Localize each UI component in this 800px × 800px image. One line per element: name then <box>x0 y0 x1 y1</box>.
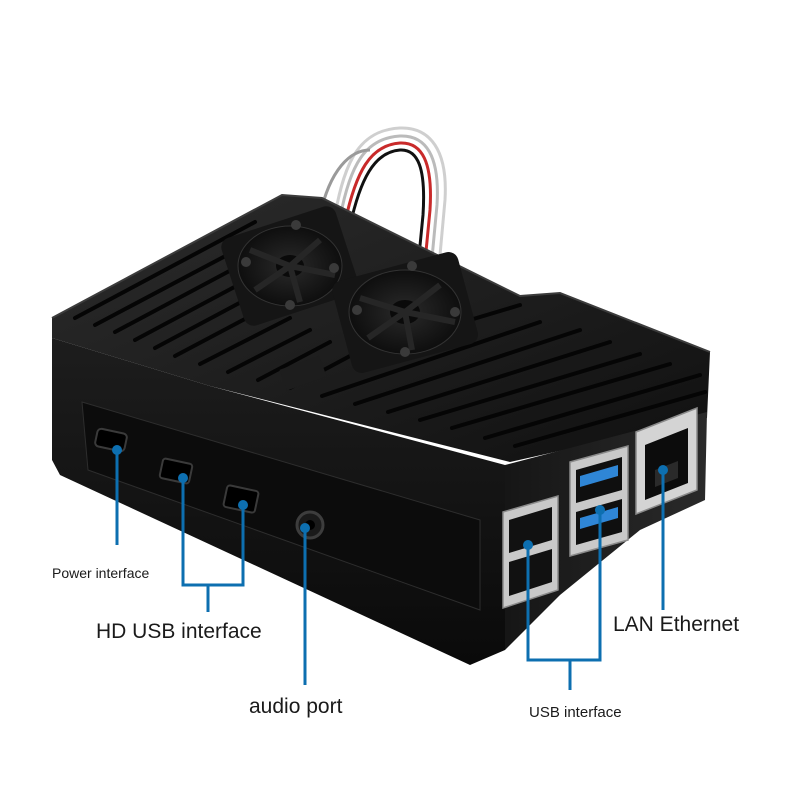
top-bracket <box>279 355 327 391</box>
ethernet-port <box>635 406 698 516</box>
label-power-interface: Power interface <box>52 565 150 581</box>
cooling-fan-right <box>332 252 478 373</box>
cooling-fan-left <box>221 206 359 326</box>
case-body <box>51 193 711 665</box>
fan-wires <box>318 126 447 267</box>
label-lan-ethernet: LAN Ethernet <box>613 613 740 636</box>
hd-usb-port-2 <box>222 484 260 514</box>
usb2-ports <box>502 495 559 610</box>
label-usb-interface: USB interface <box>529 704 622 721</box>
audio-jack <box>295 510 325 540</box>
label-hd-usb-interface: HD USB interface <box>96 620 262 643</box>
callout-lines <box>112 445 668 690</box>
label-audio-port: audio port <box>249 695 343 718</box>
heatsink-fins <box>73 220 707 448</box>
